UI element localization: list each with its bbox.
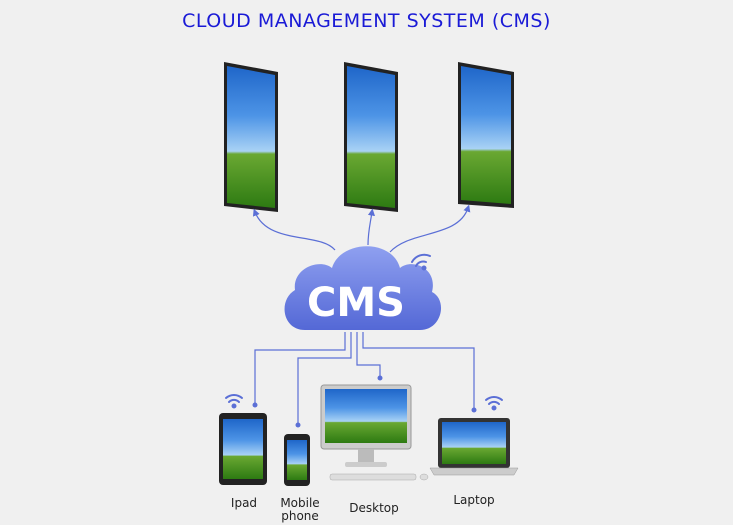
monitor-icon [320, 384, 429, 481]
laptop-label: Laptop [453, 493, 495, 507]
mobile-label-line1: Mobile [280, 496, 320, 510]
diagram-title: CLOUD MANAGEMENT SYSTEM (CMS) [182, 10, 551, 32]
wifi-icon [225, 394, 243, 409]
connection-dots [252, 375, 477, 428]
cloud-icon: CMS [284, 246, 442, 330]
ipad-label: Ipad [230, 496, 258, 510]
desktop-label: Desktop [349, 501, 399, 515]
laptop-icon [429, 418, 519, 476]
wifi-icon [485, 396, 503, 411]
phone-icon [284, 434, 310, 486]
display-screen-icon [344, 62, 398, 212]
wifi-icon [411, 253, 431, 271]
tablet-icon [219, 413, 267, 485]
display-screen-icon [458, 62, 514, 208]
display-screen-icon [224, 62, 278, 212]
connection-arrows-up [252, 204, 471, 253]
mobile-label-line2: phone [281, 509, 319, 523]
connection-lines-down [254, 332, 475, 425]
cloud-label: CMS [307, 280, 405, 326]
